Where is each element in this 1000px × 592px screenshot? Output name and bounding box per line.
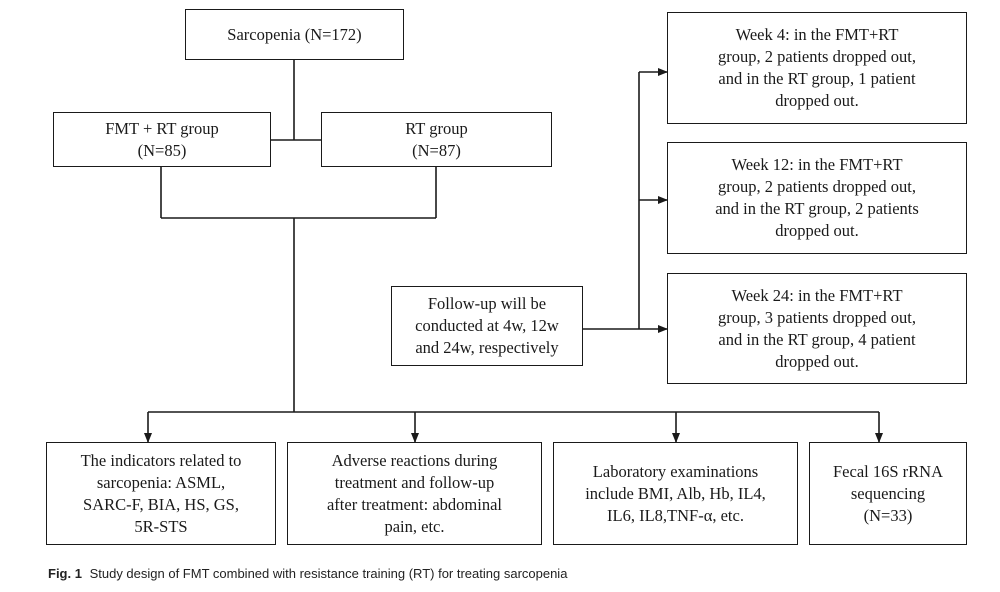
adverse-line: treatment and follow-up [334,472,495,492]
rt-group-line: (N=87) [412,140,461,160]
fecal-line: sequencing [850,483,926,503]
week24-line: Week 24: in the FMT+RT [731,285,903,305]
week12-line: dropped out. [775,221,859,240]
follow-up-line: Follow-up will be [427,294,547,313]
adverse-line: pain, etc. [384,516,445,536]
rt-group-line: RT group [405,118,468,138]
fecal-line: Fecal 16S rRNA [833,461,943,481]
figure-caption-text: Study design of FMT combined with resist… [89,566,568,581]
rt-group-box: RT group(N=87) [321,112,552,167]
indicators-line: The indicators related to [80,450,242,470]
figure-label: Fig. 1 [48,566,82,581]
week12-line: and in the RT group, 2 patients [715,199,919,218]
indicators-line: SARC-F, BIA, HS, GS, [83,494,239,514]
week12-line: Week 12: in the FMT+RT [731,155,903,174]
follow-up-box: Follow-up will be conducted at 4w, 12w and… [391,286,583,366]
fmt-rt-group-box: FMT + RT group(N=85) [53,112,271,167]
follow-up-line: and 24w, respectively [415,338,559,357]
week4-box: Week 4: in the FMT+RT group, 2 patients d… [667,12,967,124]
laboratory-line: include BMI, Alb, Hb, IL4, [585,483,766,503]
week12-line: group, 2 patients dropped out, [718,177,916,196]
follow-up-line: conducted at 4w, 12w [415,316,559,335]
figure-caption: Fig. 1 Study design of FMT combined with… [48,566,978,581]
week4-line: Week 4: in the FMT+RT [735,25,899,44]
sarcopenia-box: Sarcopenia (N=172) [185,9,404,60]
fmt-rt-group-line: FMT + RT group [105,118,219,138]
indicators-line: 5R-STS [134,516,188,536]
week12-box: Week 12: in the FMT+RT group, 2 patients … [667,142,967,254]
adverse-line: after treatment: abdominal [326,494,502,514]
indicators-line: sarcopenia: ASML, [96,472,226,492]
week4-line: dropped out. [775,91,859,110]
week24-line: and in the RT group, 4 patient [718,329,916,349]
laboratory-line: Laboratory examinations [592,461,759,481]
fecal-line: (N=33) [863,505,913,525]
week24-line: group, 3 patients dropped out, [718,307,916,327]
fmt-rt-group-line: (N=85) [137,140,187,160]
week4-line: and in the RT group, 1 patient [718,69,916,88]
laboratory-line: IL6, IL8,TNF-α, etc. [607,505,744,525]
week24-line: dropped out. [775,351,859,371]
week4-line: group, 2 patients dropped out, [718,47,916,66]
adverse-line: Adverse reactions during [331,450,498,470]
sarcopenia-line: Sarcopenia (N=172) [227,24,362,44]
